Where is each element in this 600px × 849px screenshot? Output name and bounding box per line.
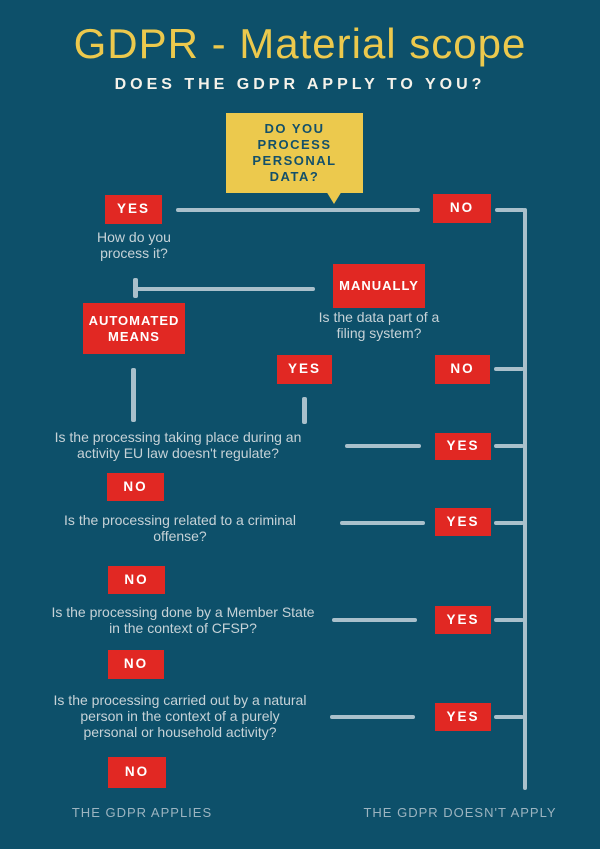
connector-eu-law-to-yes [345, 444, 421, 448]
no-box-criminal: NO [108, 566, 165, 594]
connector-cfsp-to-yes [332, 618, 417, 622]
connector-yes-no-split [176, 208, 420, 212]
speech-bubble-question: DO YOU PROCESS PERSONAL DATA? [226, 113, 363, 193]
no-box-eu-law: NO [107, 473, 164, 501]
connector-no-filing-to-rail [494, 367, 524, 371]
connector-yes-cfsp-to-rail [494, 618, 524, 622]
connector-manually-branch [135, 287, 315, 291]
speech-bubble-tail-icon [326, 191, 342, 204]
page-subtitle: DOES THE GDPR APPLY TO YOU? [114, 76, 486, 93]
connector-household-to-yes [330, 715, 415, 719]
manually-box: MANUALLY [333, 264, 425, 308]
connector-yes-filing-down [302, 397, 307, 424]
connector-branch-left-tick [133, 278, 138, 298]
question-household: Is the processing carried out by a natur… [53, 692, 307, 740]
question-how-process: How do you process it? [97, 229, 171, 261]
no-box-process: NO [433, 194, 491, 223]
yes-box-criminal: YES [435, 508, 491, 536]
connector-criminal-to-yes [340, 521, 425, 525]
connector-yes-household-to-rail [494, 715, 524, 719]
question-eu-law: Is the processing taking place during an… [54, 429, 302, 461]
automated-means-box: AUTOMATED MEANS [83, 303, 185, 354]
connector-right-rail [523, 208, 527, 790]
footer-gdpr-applies: THE GDPR APPLIES [71, 805, 213, 820]
connector-automated-down [131, 368, 136, 422]
question-cfsp: Is the processing done by a Member State… [51, 604, 315, 636]
connector-no-to-rail [495, 208, 525, 212]
no-box-household: NO [108, 757, 166, 788]
yes-box-process: YES [105, 195, 162, 224]
connector-yes-criminal-to-rail [494, 521, 524, 525]
question-criminal: Is the processing related to a criminal … [64, 512, 296, 544]
page-title: GDPR - Material scope [73, 20, 527, 67]
connector-yes-eu-law-to-rail [494, 444, 524, 448]
no-box-cfsp: NO [108, 650, 164, 679]
question-filing-system: Is the data part of a filing system? [318, 309, 440, 341]
yes-box-filing: YES [277, 355, 332, 384]
yes-box-household: YES [435, 703, 491, 731]
yes-box-eu-law: YES [435, 433, 491, 460]
yes-box-cfsp: YES [435, 606, 491, 634]
no-box-filing: NO [435, 355, 490, 384]
footer-gdpr-doesnt-apply: THE GDPR DOESN'T APPLY [363, 805, 557, 820]
